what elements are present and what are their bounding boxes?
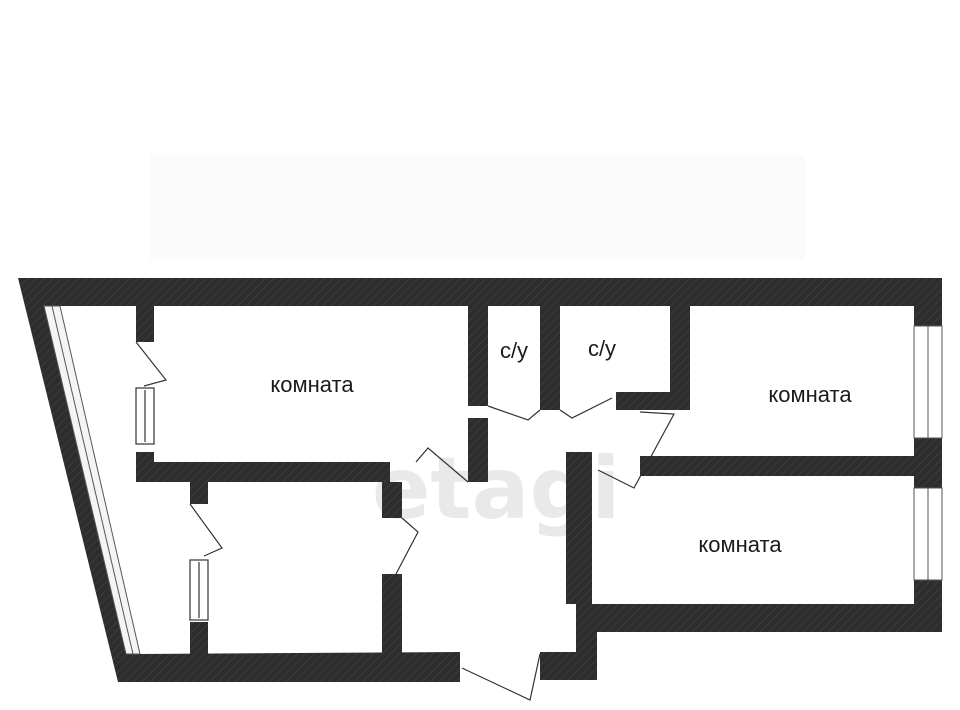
bathroom-label-2: с/у <box>588 336 616 361</box>
door-top-left-room <box>415 447 469 483</box>
room-label-bottom-right: комната <box>698 532 782 557</box>
room-label-top-left: комната <box>270 372 354 397</box>
window-right-top <box>913 325 943 439</box>
balcony-glazing-line <box>51 305 134 655</box>
door-balcony-top <box>135 341 168 445</box>
door-bottom-left-room <box>395 517 419 575</box>
door-bath-2 <box>559 397 613 419</box>
bathroom-label-1: с/у <box>500 338 528 363</box>
entrance-door <box>461 653 541 701</box>
room-label-top-right: комната <box>768 382 852 407</box>
door-balcony-bottom <box>189 503 223 621</box>
interior-walls <box>136 306 942 654</box>
window-right-bottom <box>913 487 943 581</box>
background-panel <box>150 155 805 260</box>
door-top-right-room <box>597 411 675 489</box>
outer-wall <box>18 278 942 682</box>
door-bath-1 <box>487 405 541 421</box>
